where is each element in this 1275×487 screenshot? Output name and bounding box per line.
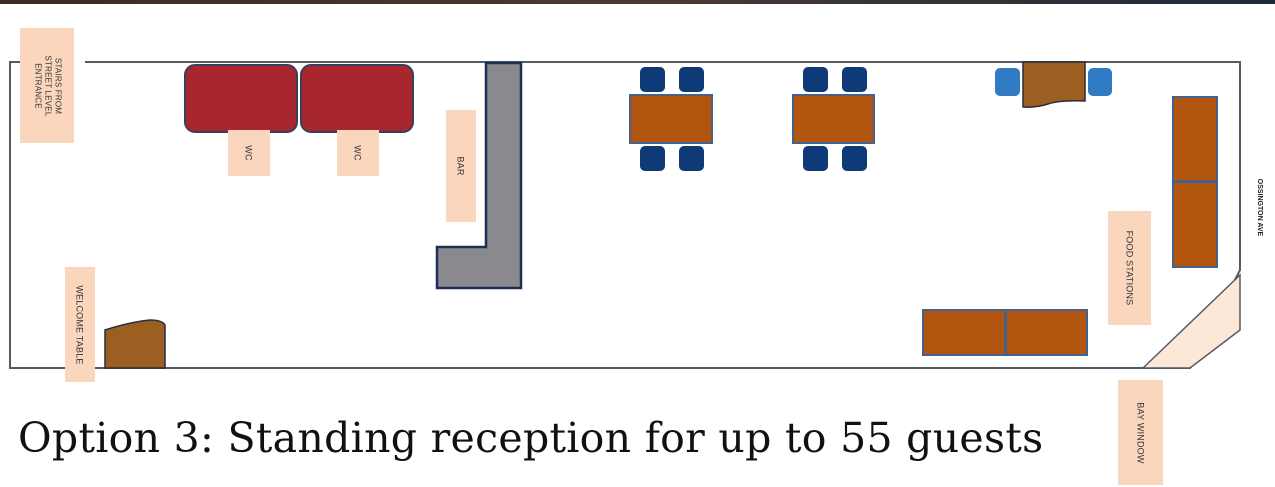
chair — [842, 67, 867, 92]
table — [792, 94, 875, 144]
welcome-table — [104, 319, 166, 369]
table-group-2 — [792, 67, 875, 171]
bay-window-shape — [1141, 273, 1241, 369]
street-label: OSSINGTON AVE — [1256, 178, 1264, 237]
chair — [679, 146, 704, 171]
bay-window-label: BAY WINDOW — [1118, 380, 1163, 485]
side-table-group — [995, 61, 1112, 108]
chair — [803, 146, 828, 171]
chair — [803, 67, 828, 92]
welcome-table-label: WELCOME TABLE — [65, 267, 95, 382]
wc-block-2 — [300, 64, 414, 133]
chair — [995, 68, 1020, 96]
table-group-1 — [629, 67, 713, 171]
chair — [640, 146, 665, 171]
chair — [640, 67, 665, 92]
food-station-horizontal — [922, 309, 1088, 356]
wc-label-2: WC — [337, 130, 379, 176]
food-station-vertical — [1172, 96, 1218, 268]
side-table — [1022, 61, 1086, 108]
chair — [679, 67, 704, 92]
chair — [842, 146, 867, 171]
food-stations-label: FOOD STATIONS — [1108, 211, 1151, 325]
wc-label-1: WC — [228, 130, 270, 176]
wc-block-1 — [184, 64, 298, 133]
bar-counter — [435, 61, 523, 290]
chair — [1088, 68, 1112, 96]
table — [629, 94, 713, 144]
bar-label: BAR — [446, 110, 476, 222]
caption: Option 3: Standing reception for up to 5… — [18, 414, 1044, 462]
stairs-label: STAIRS FROM STREET LEVEL ENTRANCE — [20, 28, 74, 143]
top-border — [0, 0, 1275, 4]
